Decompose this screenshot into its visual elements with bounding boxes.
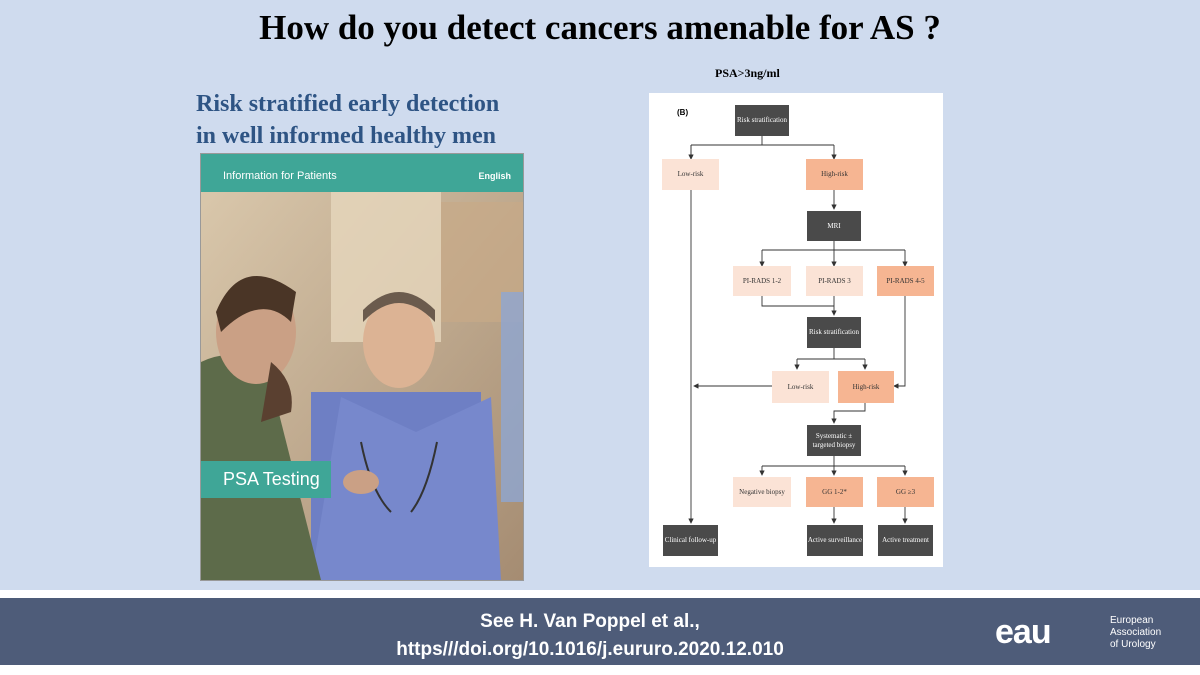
patient-brochure-cover: Information for Patients English bbox=[200, 153, 524, 581]
node-low-risk-1: Low-risk bbox=[662, 159, 719, 190]
slide-background: How do you detect cancers amenable for A… bbox=[0, 0, 1200, 590]
citation: See H. Van Poppel et al., https///doi.or… bbox=[0, 608, 1180, 664]
node-pirads-1-2: PI-RADS 1-2 bbox=[733, 266, 791, 296]
eau-logo-mark: eau bbox=[995, 613, 1052, 651]
node-pirads-4-5: PI-RADS 4-5 bbox=[877, 266, 934, 296]
node-risk-stratification-1: Risk stratification bbox=[735, 105, 789, 136]
node-gg-1-2: GG 1-2* bbox=[806, 477, 863, 507]
subtitle-line-1: Risk stratified early detection bbox=[196, 91, 500, 117]
brochure-language: English bbox=[478, 171, 511, 181]
logo-line-1: European bbox=[1110, 615, 1154, 626]
logo-line-3: of Urology bbox=[1110, 639, 1156, 650]
node-active-surveillance: Active surveillance bbox=[807, 525, 863, 556]
slide-title: How do you detect cancers amenable for A… bbox=[259, 8, 941, 47]
subtitle-line-2: in well informed healthy men bbox=[196, 123, 496, 149]
node-high-risk-1: High-risk bbox=[806, 159, 863, 190]
node-high-risk-2: High-risk bbox=[838, 371, 894, 403]
logo-line-2: Association bbox=[1110, 627, 1162, 638]
citation-doi-link[interactable]: https///doi.org/10.1016/j.eururo.2020.12… bbox=[396, 639, 784, 660]
node-clinical-follow-up: Clinical follow-up bbox=[663, 525, 718, 556]
node-negative-biopsy: Negative biopsy bbox=[733, 477, 791, 507]
eau-logo-text: European Association of Urology bbox=[1110, 615, 1161, 651]
footer-band: See H. Van Poppel et al., https///doi.or… bbox=[0, 598, 1200, 665]
slide-subtitle: Risk stratified early detection in well … bbox=[196, 88, 556, 152]
node-biopsy: Systematic ± targeted biopsy bbox=[807, 425, 861, 456]
eau-logo: eau European Association of Urology bbox=[995, 614, 1185, 654]
brochure-header: Information for Patients English bbox=[201, 154, 523, 192]
panel-label-b: (B) bbox=[677, 108, 689, 117]
node-pirads-3: PI-RADS 3 bbox=[806, 266, 863, 296]
brochure-photo bbox=[201, 192, 523, 580]
psa-threshold-label: PSA>3ng/ml bbox=[715, 66, 780, 80]
citation-line-1: See H. Van Poppel et al., bbox=[480, 611, 700, 632]
node-gg-3: GG ≥3 bbox=[877, 477, 934, 507]
node-active-treatment: Active treatment bbox=[878, 525, 933, 556]
risk-stratification-flowchart: (B) Risk stratification Low-risk High-ri… bbox=[649, 93, 943, 567]
flowchart-connectors bbox=[688, 136, 908, 524]
node-mri: MRI bbox=[807, 211, 861, 241]
node-risk-stratification-2: Risk stratification bbox=[807, 317, 861, 348]
brochure-header-title: Information for Patients bbox=[223, 170, 337, 182]
node-low-risk-2: Low-risk bbox=[772, 371, 829, 403]
brochure-psa-testing-label: PSA Testing bbox=[201, 461, 331, 498]
